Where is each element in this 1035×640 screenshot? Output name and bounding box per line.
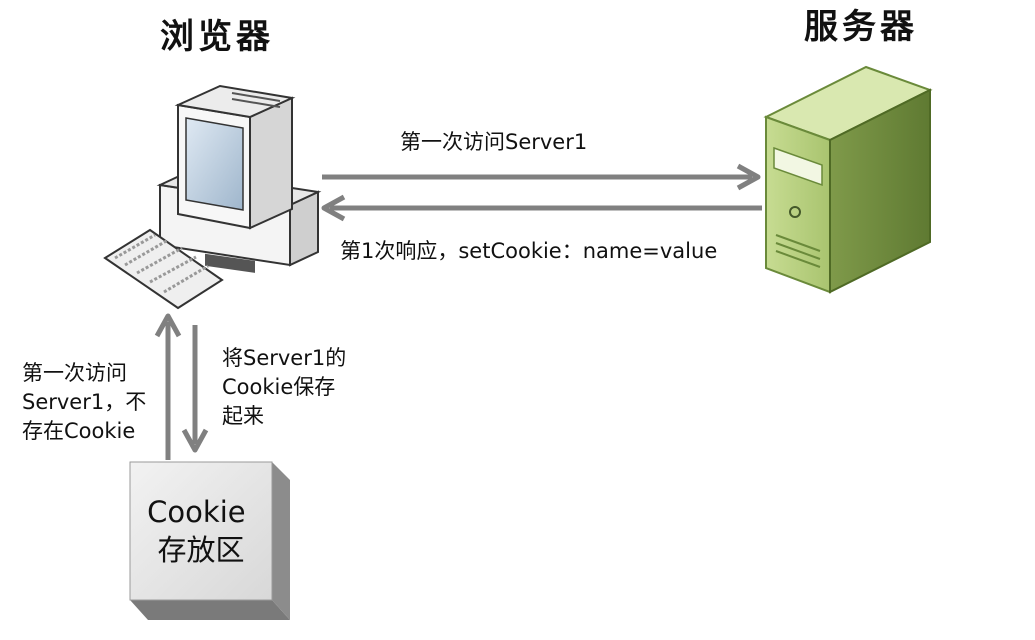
- cookie-store-box: [129, 461, 290, 620]
- read-cookie-arrow: [154, 313, 182, 460]
- save-cookie-label: 将Server1的 Cookie保存 起来: [222, 346, 353, 428]
- cookie-store-label-line: Cookie: [147, 495, 245, 529]
- tower-server-icon: [763, 65, 933, 294]
- save-cookie-label-line: 起来: [222, 404, 264, 428]
- request-arrow: [322, 163, 761, 191]
- read-cookie-label-line: Server1，不: [22, 390, 146, 414]
- server-title: 服务器: [804, 7, 918, 47]
- read-cookie-label-line: 第一次访问: [22, 361, 127, 385]
- read-cookie-label: 第一次访问 Server1，不 存在Cookie: [22, 361, 153, 443]
- response-arrow: [321, 194, 762, 222]
- browser-title: 浏览器: [160, 17, 274, 57]
- request-label: 第一次访问Server1: [400, 130, 587, 154]
- save-cookie-label-line: 将Server1的: [222, 346, 346, 370]
- cookie-store-label-line: 存放区: [157, 533, 244, 567]
- cookie-store-label: Cookie 存放区: [147, 495, 255, 567]
- response-label: 第1次响应，setCookie：name=value: [340, 239, 717, 263]
- save-cookie-label-line: Cookie保存: [222, 375, 335, 399]
- save-cookie-arrow: [181, 325, 209, 453]
- desktop-computer-icon: [103, 84, 322, 310]
- read-cookie-label-line: 存在Cookie: [22, 419, 135, 443]
